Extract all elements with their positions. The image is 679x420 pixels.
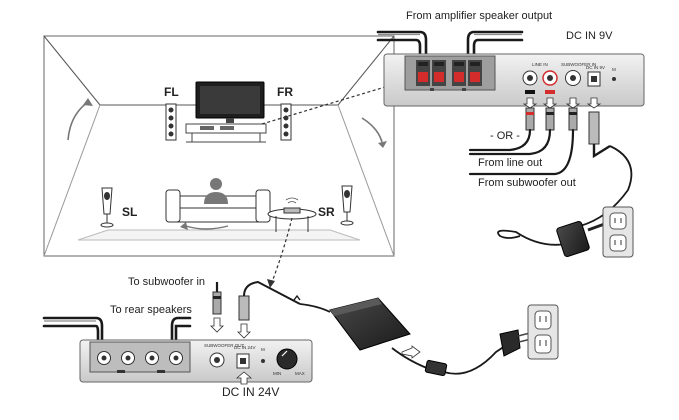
speaker-fl-tower	[165, 103, 177, 141]
bottom-led-label: M	[261, 347, 265, 352]
dc-plug-24v	[238, 280, 301, 321]
receiver-panel	[42, 316, 313, 383]
power-arrow	[401, 345, 421, 359]
speaker-sl-label: SL	[122, 205, 138, 219]
adapter-24v-cable	[299, 303, 509, 375]
or-label: - OR -	[490, 130, 520, 142]
speaker-sr-satellite	[340, 185, 354, 226]
room-arrow-left	[67, 98, 93, 141]
dashed-link-top	[261, 83, 396, 125]
speaker-sl-satellite	[100, 187, 114, 228]
adapter-9v-cable	[497, 145, 633, 246]
wall-outlet-bottom	[527, 304, 559, 360]
wall-outlet-top	[602, 206, 634, 258]
speaker-sr-label: SR	[318, 205, 335, 219]
dc-plug-9v	[588, 111, 611, 159]
subwoofer-out-label: SUBWOOFER OUT	[204, 343, 245, 348]
adapter-24v	[329, 297, 411, 351]
dc-in-24v-arrow	[235, 371, 253, 385]
to-subwoofer-in-label: To subwoofer in	[128, 276, 206, 288]
speaker-fr-tower	[280, 103, 292, 141]
adapter-9v	[556, 220, 611, 258]
dashed-link-bottom	[271, 217, 293, 283]
dashed-link-bottom-arrowhead	[267, 279, 275, 288]
input-arrows	[522, 97, 602, 109]
bottom-dc-in-label: DC IN 24V	[234, 345, 256, 350]
sofa	[165, 189, 271, 223]
room-arrow-right	[361, 117, 387, 148]
subwoofer-in-label: SUBWOOFER IN	[561, 62, 597, 67]
volume-max-label: MAX	[295, 371, 305, 376]
person-icon	[204, 178, 228, 204]
rca-plugs	[525, 107, 578, 131]
room-arrow-bottom	[180, 222, 229, 230]
output-arrows	[210, 317, 251, 339]
dc-in-24v-label: DC IN 24V	[222, 385, 280, 399]
dc-in-9v-label: DC IN 9V	[566, 30, 613, 42]
adapter-24v-plug	[424, 329, 532, 377]
top-led-label: M	[612, 67, 616, 72]
amp-output-label: From amplifier speaker output	[406, 10, 553, 22]
from-line-out-label: From line out	[478, 157, 543, 169]
volume-min-label: MIN	[273, 371, 282, 376]
wireless-signal-icon	[285, 197, 299, 204]
room-illustration	[43, 35, 395, 257]
top-dc-in-label: DC IN 9V	[586, 65, 606, 70]
line-in-label: LINE IN	[532, 62, 548, 67]
cable-break	[293, 294, 301, 301]
sub-out-rca-plug	[212, 282, 222, 315]
to-rear-speakers-label: To rear speakers	[110, 304, 192, 316]
speaker-fl-label: FL	[164, 85, 179, 99]
speaker-fr-label: FR	[277, 85, 293, 99]
from-subwoofer-out-label: From subwoofer out	[478, 177, 576, 189]
tv	[185, 81, 267, 143]
rca-cables	[468, 128, 575, 176]
transmitter-panel	[376, 30, 645, 107]
